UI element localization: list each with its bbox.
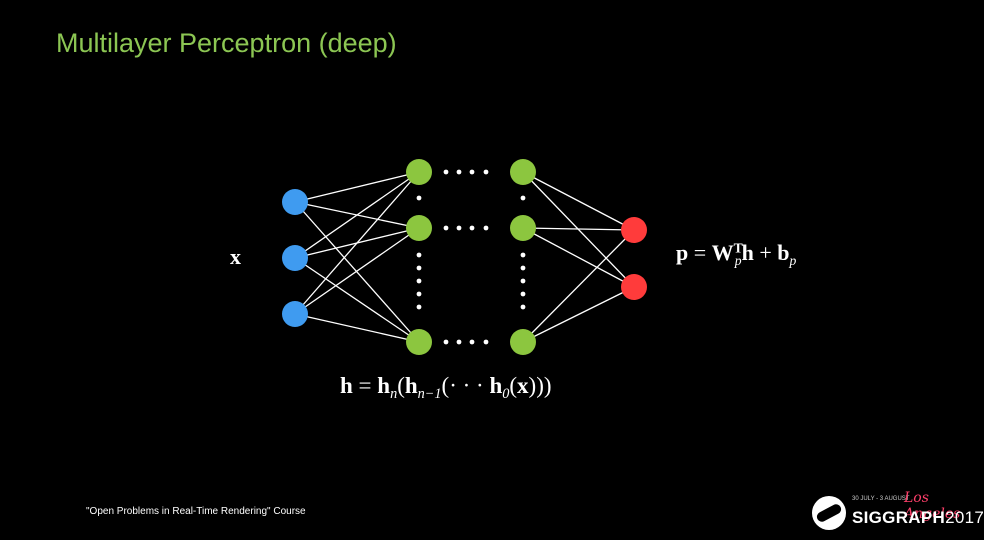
edge-input-hidden [294,171,420,259]
edge-input-hidden [294,257,420,343]
logo-name: SIGGRAPH2017 [852,508,984,528]
output-equation: p = WTph + bp [676,240,796,269]
input-node [282,301,308,327]
eq-T-sup: T [733,240,743,256]
ellipsis-dot [483,225,489,231]
ellipsis-dot [443,339,449,345]
logo-city: Los Angeles [904,490,961,522]
course-footer: "Open Problems in Real-Time Rendering" C… [86,506,306,517]
eq-paren-1: ( [397,373,405,398]
eq-plus: + [753,240,778,265]
ellipsis-dot [483,169,489,175]
input-x: x [230,244,241,269]
eq-p-h: h [741,240,754,265]
edge-hidden-output [522,227,635,231]
ellipsis-dot [520,265,526,271]
output-node [621,217,647,243]
eq-p-lhs: p [676,240,689,265]
edge-input-hidden [294,171,420,315]
input-label: x [230,244,241,270]
ellipsis-dot [469,339,475,345]
hidden-first-node [406,329,432,355]
edge-input-hidden [294,171,420,203]
eq-h0: h [489,373,503,398]
hidden-first-node [406,159,432,185]
edge-hidden-output [522,286,635,343]
eq-b: b [777,240,790,265]
eq-p-equals: = [688,240,712,265]
ellipsis-dot [456,169,462,175]
edge-input-hidden [294,227,420,315]
siggraph-logo: 30 JULY - 3 AUGUST Los Angeles SIGGRAPH2… [812,490,984,532]
ellipsis-dot [520,278,526,284]
ellipsis-dot [416,304,422,310]
ellipsis-dot [443,225,449,231]
ellipsis-dot [469,169,475,175]
output-node [621,274,647,300]
edge-hidden-output [522,171,635,231]
ellipsis-dot [520,252,526,258]
hidden-last-node [510,329,536,355]
ellipsis-dot [416,252,422,258]
hidden-first-node [406,215,432,241]
edge-hidden-output [522,229,635,343]
siggraph-emblem-icon [812,496,846,530]
hidden-last-node [510,159,536,185]
eq-zero-sub: 0 [502,385,510,402]
logo-dates: 30 JULY - 3 AUGUST [852,496,910,502]
eq-n-sub: n [390,385,398,402]
eq-cdots: · · · [449,373,484,398]
ellipsis-dot [416,195,422,201]
hidden-equation: h = hn(hn−1(· · · h0(x))) [340,373,552,403]
ellipsis-dot [520,304,526,310]
ellipsis-dot [520,291,526,297]
logo-year: 2017 [945,508,984,527]
eq-x: x [517,373,529,398]
logo-wordmark: SIGGRAPH [852,508,946,527]
ellipsis-dot [456,339,462,345]
input-node [282,189,308,215]
edge-input-hidden [294,201,420,343]
eq-W: W [711,240,734,265]
edge-hidden-output [522,227,635,288]
eq-hn: h [377,373,391,398]
eq-b-sub: p [789,252,797,268]
eq-paren-2: ( [441,373,450,398]
input-node [282,245,308,271]
ellipsis-dot [416,291,422,297]
ellipsis-dot [443,169,449,175]
hidden-last-node [510,215,536,241]
eq-p-sub: p [734,252,742,268]
eq-h-lhs: h [340,373,353,398]
ellipsis-dot [469,225,475,231]
ellipsis-dot [416,278,422,284]
mlp-diagram [282,159,647,355]
edge-input-hidden [294,313,420,343]
eq-close: ))) [528,373,552,398]
eq-equals: = [352,373,378,398]
edges [294,171,635,343]
ellipsis-dot [456,225,462,231]
slide-title: Multilayer Perceptron (deep) [56,28,397,58]
ellipsis-dot [520,195,526,201]
ellipsis-dot [483,339,489,345]
eq-paren-3: ( [509,373,518,398]
eq-n1-sub: n−1 [417,385,442,402]
ellipsis-dot [416,265,422,271]
eq-hn1: h [404,373,418,398]
